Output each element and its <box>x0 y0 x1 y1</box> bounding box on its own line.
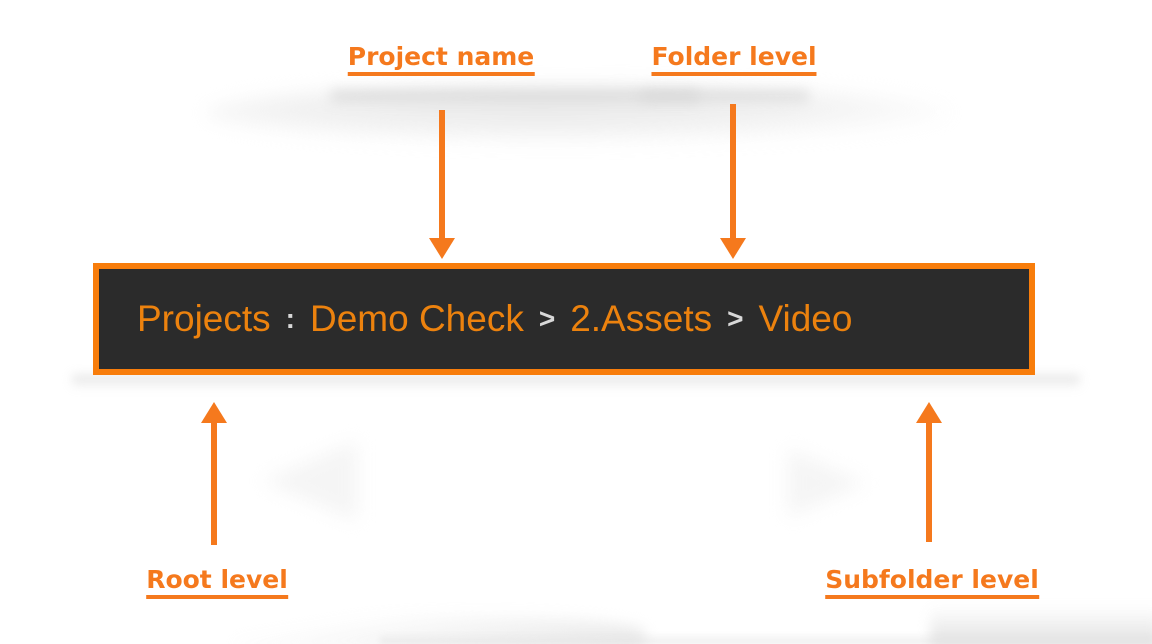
breadcrumb-subfolder[interactable]: Video <box>758 298 853 339</box>
blur-artifact-top-streak <box>640 90 810 102</box>
arrow-down-icon <box>429 238 455 259</box>
blur-artifact-chevron-left <box>262 441 357 521</box>
annotation-folder-level: Folder level <box>651 43 817 76</box>
annotation-root-level: Root level <box>146 566 288 599</box>
arrow-up-icon <box>916 402 942 423</box>
blur-artifact-bottom-right <box>930 606 1152 644</box>
blur-artifact-bottom-band <box>380 633 1152 644</box>
breadcrumb-separator-colon: : <box>285 303 295 334</box>
breadcrumb-separator-chevron: > <box>538 303 556 334</box>
breadcrumb-folder[interactable]: 2.Assets <box>570 298 713 339</box>
arrow-down-project-name <box>439 110 445 240</box>
breadcrumb-root[interactable]: Projects <box>137 298 271 339</box>
arrow-up-icon <box>201 402 227 423</box>
breadcrumb-project-name[interactable]: Demo Check <box>309 298 524 339</box>
arrow-down-icon <box>720 238 746 259</box>
breadcrumb: Projects : Demo Check > 2.Assets > Video <box>93 263 1035 375</box>
annotation-subfolder-level: Subfolder level <box>825 566 1039 599</box>
arrow-up-subfolder-level <box>926 421 932 542</box>
blur-artifact-top <box>205 84 950 142</box>
blur-artifact-bottom-left <box>235 615 645 644</box>
breadcrumb-separator-chevron: > <box>727 303 744 334</box>
blur-artifact-top-streak <box>330 90 700 102</box>
breadcrumb-bar-shadow <box>72 375 1080 389</box>
arrow-down-folder-level <box>730 104 736 240</box>
arrow-up-root-level <box>211 421 217 545</box>
annotation-project-name: Project name <box>347 43 535 76</box>
blur-artifact-chevron-right <box>788 449 866 517</box>
